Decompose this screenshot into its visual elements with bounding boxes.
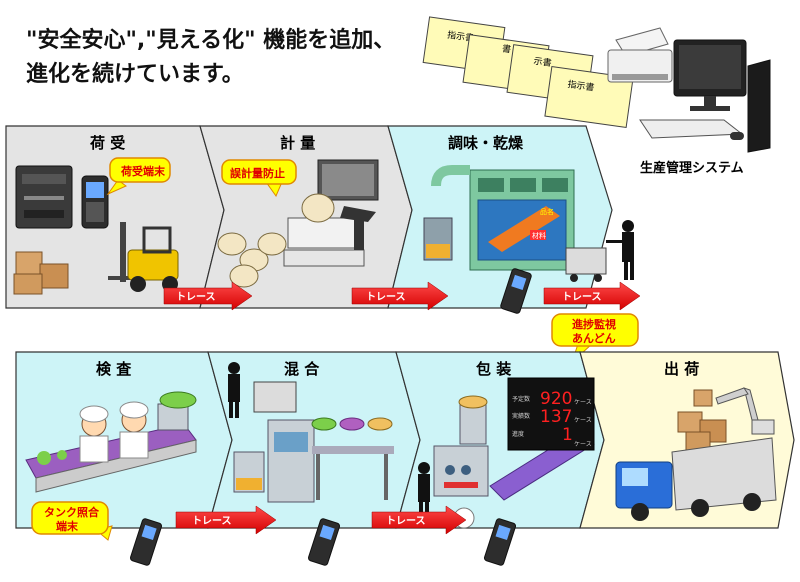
trace-label-top-3: トレース	[562, 291, 602, 303]
progress-callout-line-2: あんどん	[572, 332, 616, 345]
trace-label-top-1: トレース	[176, 291, 216, 303]
ingredient-bags-icon	[217, 232, 287, 288]
headline-line-2: 進化を続けています。	[26, 62, 244, 87]
callout-receiving-terminal: 荷受端末	[106, 157, 171, 196]
handheld-terminal-icon-4	[307, 518, 341, 566]
robot-arm-icon	[693, 387, 775, 435]
stage-title-mixing: 混 合	[284, 360, 320, 378]
inspection-conveyor-icon	[25, 391, 197, 493]
mixing-worker-icon	[228, 362, 297, 418]
andon-row-3-label: 進度	[512, 430, 524, 438]
paper-label-3: 示書	[533, 55, 553, 69]
trace-arrow-top-3: トレース	[543, 281, 641, 311]
callout-tank-text-1: タンク照合	[44, 505, 100, 519]
stage-title-shipping: 出 荷	[664, 360, 699, 378]
callout-weighing-text: 誤計量防止	[230, 166, 285, 180]
printer-icon	[607, 27, 673, 83]
callout-tank-check: タンク照合 端末	[31, 501, 113, 541]
worker-icon-2	[119, 401, 149, 459]
handheld-terminal-icon-5	[483, 518, 517, 566]
mixing-machine-icon	[233, 417, 394, 503]
stage-title-weighing: 計 量	[280, 134, 315, 152]
andon-row-1-unit: ケース	[574, 399, 592, 406]
machine-label-1: 品名	[540, 207, 554, 216]
trolley-worker-icon	[565, 220, 634, 282]
worker-icon-1	[79, 405, 109, 463]
andon-row-2-unit: ケース	[574, 417, 592, 424]
shipping-boxes-icon	[677, 411, 727, 451]
packaging-worker-icon	[418, 462, 430, 520]
progress-callout-line-1: 進捗監視	[572, 317, 616, 331]
drying-machine-icon: 品名 材料	[469, 169, 575, 271]
stage-title-inspection: 検 査	[96, 360, 132, 378]
trace-label-bottom-1: トレース	[192, 515, 232, 527]
andon-display: 予定数 920 ケース 実績数 137 ケース 進度 1 ケース	[507, 377, 595, 451]
trace-label-top-2: トレース	[366, 291, 406, 303]
andon-row-1-value: 920	[540, 389, 572, 409]
callout-weighing-error: 誤計量防止	[221, 159, 297, 198]
andon-row-2-label: 実績数	[512, 412, 530, 420]
headline-line-1: "安全安心","見える化" 機能を追加、	[26, 28, 396, 53]
label-printer-icon	[15, 165, 73, 229]
cardboard-boxes-icon	[13, 251, 69, 295]
trace-arrow-top-2: トレース	[351, 281, 449, 311]
instruction-papers: 指示書 書 示書 指示書	[422, 16, 634, 129]
machine-label-2: 材料	[532, 231, 546, 240]
hopper-pipe-icon	[423, 165, 470, 261]
trace-arrow-bottom-1: トレース	[175, 505, 277, 535]
paper-label-2: 書	[501, 42, 512, 55]
stage-title-receiving: 荷 受	[90, 134, 125, 152]
callout-receiving-text: 荷受端末	[120, 164, 166, 178]
barcode-scanner-icon	[340, 206, 376, 250]
andon-row-3-value: 1	[562, 425, 573, 445]
stage-title-seasoning: 調味・乾燥	[448, 134, 524, 152]
andon-row-2-value: 137	[540, 407, 572, 427]
headline: "安全安心","見える化" 機能を追加、 進化を続けています。	[26, 24, 395, 92]
trace-arrow-top-1: トレース	[163, 281, 253, 311]
andon-row-3-unit: ケース	[574, 441, 592, 448]
handheld-terminal-icon-2	[500, 268, 532, 314]
delivery-truck-icon	[615, 437, 777, 521]
paper-label-1: 指示書	[446, 29, 474, 45]
callout-tank-text-2: 端末	[56, 519, 79, 533]
bottom-row: 検 査 混 合 包 装 出 荷 タンク照合 端末	[15, 351, 795, 566]
forklift-icon	[108, 222, 179, 292]
system-label: 生産管理システム	[640, 160, 744, 176]
paper-label-4: 指示書	[567, 78, 595, 94]
top-row: 荷 受 計 量 調味・乾燥 荷受端末	[5, 125, 641, 314]
callout-progress-andon: 進捗監視 あんどん	[551, 313, 639, 364]
computer-icon	[639, 39, 771, 153]
andon-row-1-label: 予定数	[512, 395, 530, 403]
weighing-scale-icon	[283, 193, 365, 267]
stage-title-packaging: 包 装	[476, 360, 512, 378]
trace-label-bottom-2: トレース	[386, 515, 426, 527]
handheld-terminal-icon	[81, 175, 109, 229]
trace-arrow-bottom-2: トレース	[371, 505, 467, 535]
handheld-terminal-icon-3	[129, 518, 163, 566]
monitor-display-icon	[317, 159, 379, 201]
